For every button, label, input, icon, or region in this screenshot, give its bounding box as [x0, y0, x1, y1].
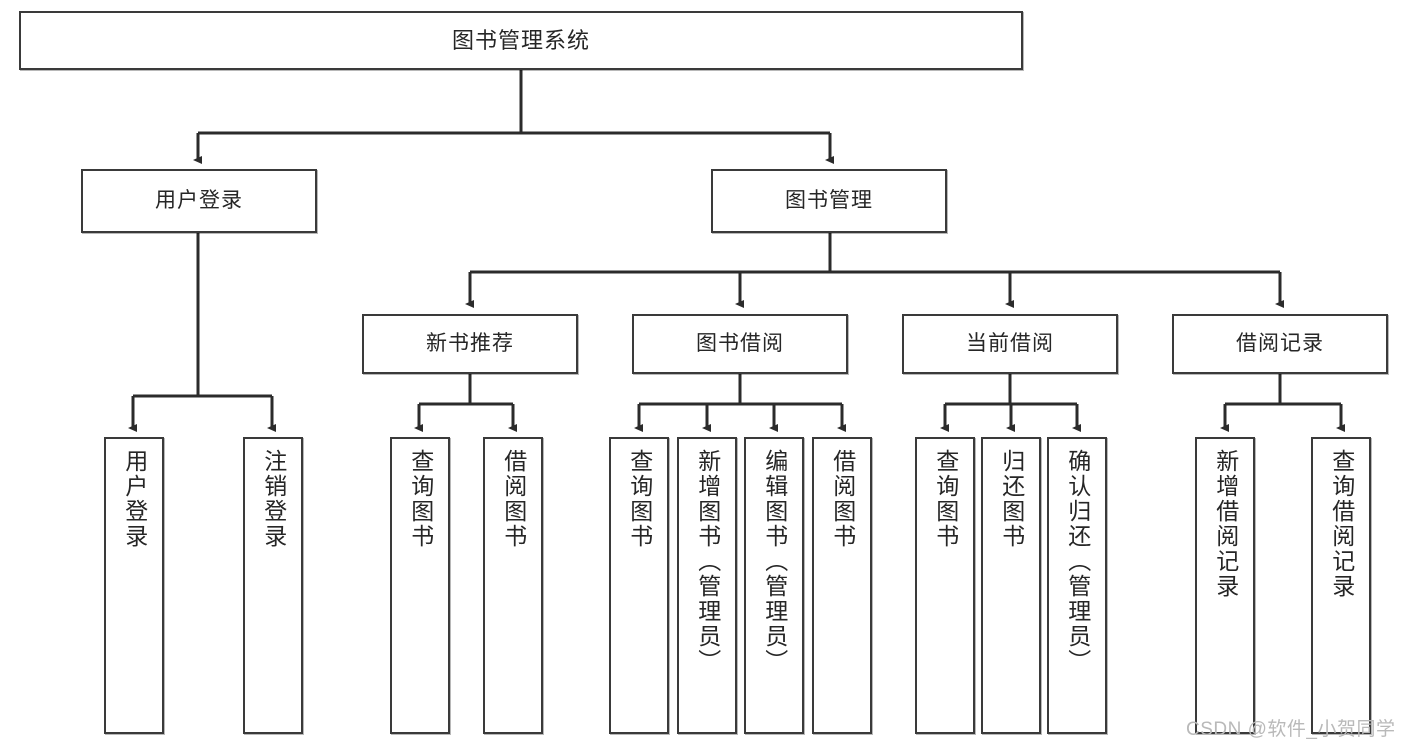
node-label: 新增借阅记录	[1212, 449, 1239, 599]
node-leaf-query-book-recommend[interactable]: 查询图书	[390, 437, 450, 734]
node-label: 查询图书	[626, 449, 653, 549]
node-book-management[interactable]: 图书管理	[711, 169, 947, 233]
node-label: 归还图书	[998, 449, 1025, 549]
node-label: 新增图书（管理员）	[694, 449, 721, 674]
node-book-borrow[interactable]: 图书借阅	[632, 314, 848, 374]
node-new-book-recommend[interactable]: 新书推荐	[362, 314, 578, 374]
node-label: 新书推荐	[426, 331, 514, 355]
node-root-system[interactable]: 图书管理系统	[19, 11, 1023, 70]
node-leaf-confirm-return-admin[interactable]: 确认归还（管理员）	[1047, 437, 1107, 734]
node-label: 用户登录	[121, 449, 148, 549]
node-label: 注销登录	[260, 449, 287, 549]
node-user-login[interactable]: 用户登录	[81, 169, 317, 233]
node-label: 图书管理	[785, 188, 873, 212]
node-leaf-user-login[interactable]: 用户登录	[104, 437, 164, 734]
node-leaf-edit-book-admin[interactable]: 编辑图书（管理员）	[744, 437, 804, 734]
node-label: 查询图书	[407, 449, 434, 549]
node-leaf-query-book-borrow[interactable]: 查询图书	[609, 437, 669, 734]
node-leaf-return-book[interactable]: 归还图书	[981, 437, 1041, 734]
node-leaf-query-borrow-record[interactable]: 查询借阅记录	[1311, 437, 1371, 734]
node-leaf-logout[interactable]: 注销登录	[243, 437, 303, 734]
node-current-borrow[interactable]: 当前借阅	[902, 314, 1118, 374]
node-label: 借阅记录	[1236, 331, 1324, 355]
node-label: 查询图书	[932, 449, 959, 549]
node-leaf-borrow-book-recommend[interactable]: 借阅图书	[483, 437, 543, 734]
node-leaf-add-borrow-record[interactable]: 新增借阅记录	[1195, 437, 1255, 734]
node-leaf-add-book-admin[interactable]: 新增图书（管理员）	[677, 437, 737, 734]
node-label: 图书借阅	[696, 331, 784, 355]
node-leaf-query-book-current[interactable]: 查询图书	[915, 437, 975, 734]
node-borrow-record[interactable]: 借阅记录	[1172, 314, 1388, 374]
node-label: 借阅图书	[829, 449, 856, 549]
node-label: 编辑图书（管理员）	[761, 449, 788, 674]
node-label: 当前借阅	[966, 331, 1054, 355]
node-label: 借阅图书	[500, 449, 527, 549]
node-label: 确认归还（管理员）	[1064, 449, 1091, 674]
node-label: 用户登录	[155, 188, 243, 212]
node-label: 查询借阅记录	[1328, 449, 1355, 599]
node-leaf-borrow-book[interactable]: 借阅图书	[812, 437, 872, 734]
node-label: 图书管理系统	[451, 27, 590, 53]
